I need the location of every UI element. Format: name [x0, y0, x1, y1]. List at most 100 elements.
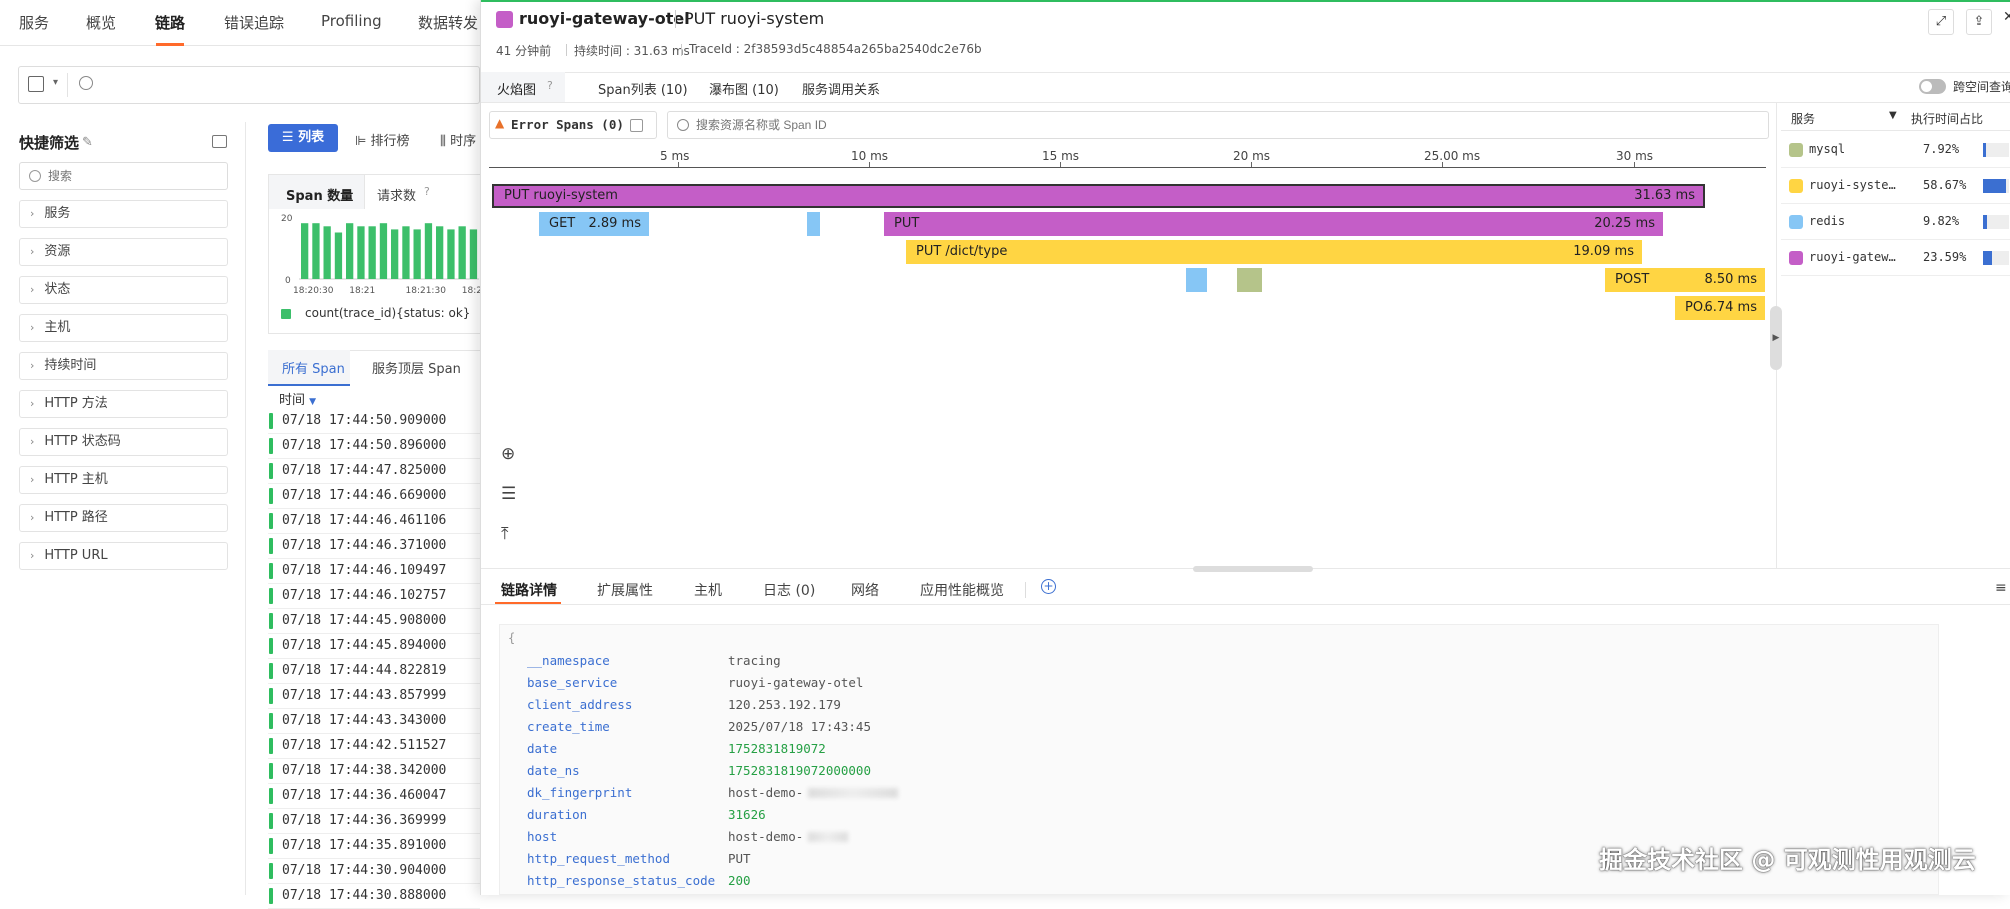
flame-span-po[interactable]: PO..6.74 ms — [1675, 296, 1765, 320]
nav-traces[interactable]: 链路 — [155, 14, 186, 32]
chart-bar[interactable] — [323, 226, 331, 279]
table-row[interactable]: 07/18 17:44:42.511527 — [268, 734, 480, 759]
table-row[interactable]: 07/18 17:44:30.904000 — [268, 859, 480, 884]
sort-icon[interactable]: ▼ — [1889, 110, 1897, 121]
flame-span-small[interactable] — [1237, 268, 1262, 292]
flame-span-small[interactable] — [1186, 268, 1207, 292]
table-row[interactable]: 07/18 17:44:44.822819 — [268, 659, 480, 684]
tab-waterfall[interactable]: 瀑布图 (10) — [709, 83, 779, 98]
table-row[interactable]: 07/18 17:44:46.102757 — [268, 584, 480, 609]
chart-bar[interactable] — [391, 229, 399, 279]
table-row[interactable]: 07/18 17:44:36.460047 — [268, 784, 480, 809]
chart-bar[interactable] — [424, 223, 433, 279]
tab-apm-overview[interactable]: 应用性能概览 — [920, 583, 1004, 599]
tab-flame-graph[interactable]: 火焰图 — [497, 83, 537, 98]
timeseries-view-button[interactable]: ⫼ 时序 — [440, 134, 477, 149]
table-row[interactable]: 07/18 17:44:38.342000 — [268, 759, 480, 784]
chart-bar[interactable] — [334, 232, 343, 280]
filter-http-url[interactable]: ›HTTP URL — [19, 542, 228, 570]
tab-service-top-spans[interactable]: 服务顶层 Span — [372, 362, 461, 377]
filter-http-status-code[interactable]: ›HTTP 状态码 — [19, 428, 228, 456]
attribute-value[interactable]: host-demo- — [728, 829, 804, 844]
chart-bar[interactable] — [413, 229, 421, 279]
chart-bar[interactable] — [469, 229, 478, 279]
tab-logs[interactable]: 日志 (0) — [763, 583, 816, 599]
attribute-value[interactable]: tracing — [728, 653, 781, 668]
attribute-value[interactable]: 1752831819072000000 — [728, 763, 871, 778]
chart-bar[interactable] — [312, 223, 320, 279]
tab-extended-attributes[interactable]: 扩展属性 — [597, 583, 653, 599]
filter-http-method[interactable]: ›HTTP 方法 — [19, 390, 228, 418]
collapse-panel-icon[interactable] — [212, 135, 227, 148]
chart-bar[interactable] — [357, 226, 365, 279]
table-row[interactable]: 07/18 17:44:45.894000 — [268, 634, 480, 659]
table-row[interactable]: 07/18 17:44:43.343000 — [268, 709, 480, 734]
locate-icon[interactable]: ⊕ — [501, 444, 516, 464]
trace-id[interactable]: TraceId : 2f38593d5c48854a265ba2540dc2e7… — [689, 42, 982, 56]
table-row[interactable]: 07/18 17:44:43.857999 — [268, 684, 480, 709]
list-view-button[interactable]: ☰ 列表 — [268, 124, 338, 152]
table-row[interactable]: 07/18 17:44:45.908000 — [268, 609, 480, 634]
filter-http-path[interactable]: ›HTTP 路径 — [19, 504, 228, 532]
nav-overview[interactable]: 概览 — [86, 14, 117, 32]
rank-view-button[interactable]: ⊫ 排行榜 — [355, 134, 410, 149]
tab-trace-detail[interactable]: 链路详情 — [501, 583, 557, 599]
cross-space-toggle[interactable] — [1919, 79, 1946, 94]
attribute-value[interactable]: 120.253.192.179 — [728, 697, 841, 712]
table-row[interactable]: 07/18 17:44:36.369999 — [268, 809, 480, 834]
export-icon[interactable]: ⇪ — [1966, 9, 1992, 35]
query-search-bar[interactable]: ▾ — [18, 66, 480, 104]
chart-bar[interactable] — [301, 223, 309, 279]
attribute-value[interactable]: 31626 — [728, 807, 766, 822]
chart-bar[interactable] — [402, 226, 410, 279]
quick-filter-search-input[interactable] — [48, 166, 218, 186]
attribute-value[interactable]: PUT — [728, 851, 751, 866]
chart-bar[interactable] — [458, 226, 466, 279]
nav-services[interactable]: 服务 — [19, 14, 50, 32]
close-icon[interactable]: ✕ — [2003, 9, 2010, 25]
attribute-value[interactable]: host-demo- — [728, 785, 804, 800]
filter-status[interactable]: ›状态 — [19, 276, 228, 304]
add-tab-icon[interactable]: + — [1041, 579, 1056, 594]
chart-bar[interactable] — [447, 229, 455, 279]
chart-bar[interactable] — [379, 223, 388, 279]
time-column-header[interactable]: 时间 ▼ — [279, 393, 317, 408]
table-row[interactable]: 07/18 17:44:50.909000 — [268, 409, 480, 434]
edit-icon[interactable]: ✎ — [82, 135, 93, 150]
back-to-top-icon[interactable]: ⤒ — [501, 524, 509, 544]
query-input[interactable] — [101, 73, 461, 97]
chart-bar[interactable] — [436, 226, 444, 279]
attribute-value[interactable]: 1752831819072 — [728, 741, 826, 756]
list-icon[interactable]: ☰ — [501, 484, 517, 504]
table-row[interactable]: 07/18 17:44:46.669000 — [268, 484, 480, 509]
table-row[interactable]: 07/18 17:44:46.371000 — [268, 534, 480, 559]
service-ratio-row[interactable]: ruoyi-syste…58.67% — [1781, 168, 2010, 204]
resize-handle[interactable] — [1193, 566, 1313, 572]
tab-all-spans[interactable]: 所有 Span — [282, 362, 345, 377]
chevron-down-icon[interactable]: ▾ — [53, 77, 59, 88]
table-row[interactable]: 07/18 17:44:46.461106 — [268, 509, 480, 534]
error-spans-filter[interactable]: ▲ Error Spans (0) — [489, 111, 657, 139]
chart-bar[interactable] — [368, 226, 376, 279]
source-select-icon[interactable] — [28, 76, 44, 92]
filter-service[interactable]: ›服务 — [19, 200, 228, 228]
collapse-right-icon[interactable]: ▶ — [1770, 306, 1782, 370]
table-row[interactable]: 07/18 17:44:47.825000 — [268, 459, 480, 484]
tab-span-list[interactable]: Span列表 (10) — [598, 83, 688, 98]
nav-error-tracking[interactable]: 错误追踪 — [224, 14, 285, 32]
chart-tab-span-count[interactable]: Span 数量 — [286, 189, 354, 204]
filter-http-host[interactable]: ›HTTP 主机 — [19, 466, 228, 494]
quick-filter-search[interactable] — [19, 162, 228, 190]
flame-search[interactable] — [667, 111, 1769, 139]
service-ratio-row[interactable]: ruoyi-gatew…23.59% — [1781, 240, 2010, 276]
collapse-detail-icon[interactable]: ≡ — [1995, 580, 2007, 596]
tab-service-map[interactable]: 服务调用关系 — [802, 83, 881, 98]
table-row[interactable]: 07/18 17:44:50.896000 — [268, 434, 480, 459]
filter-host[interactable]: ›主机 — [19, 314, 228, 342]
